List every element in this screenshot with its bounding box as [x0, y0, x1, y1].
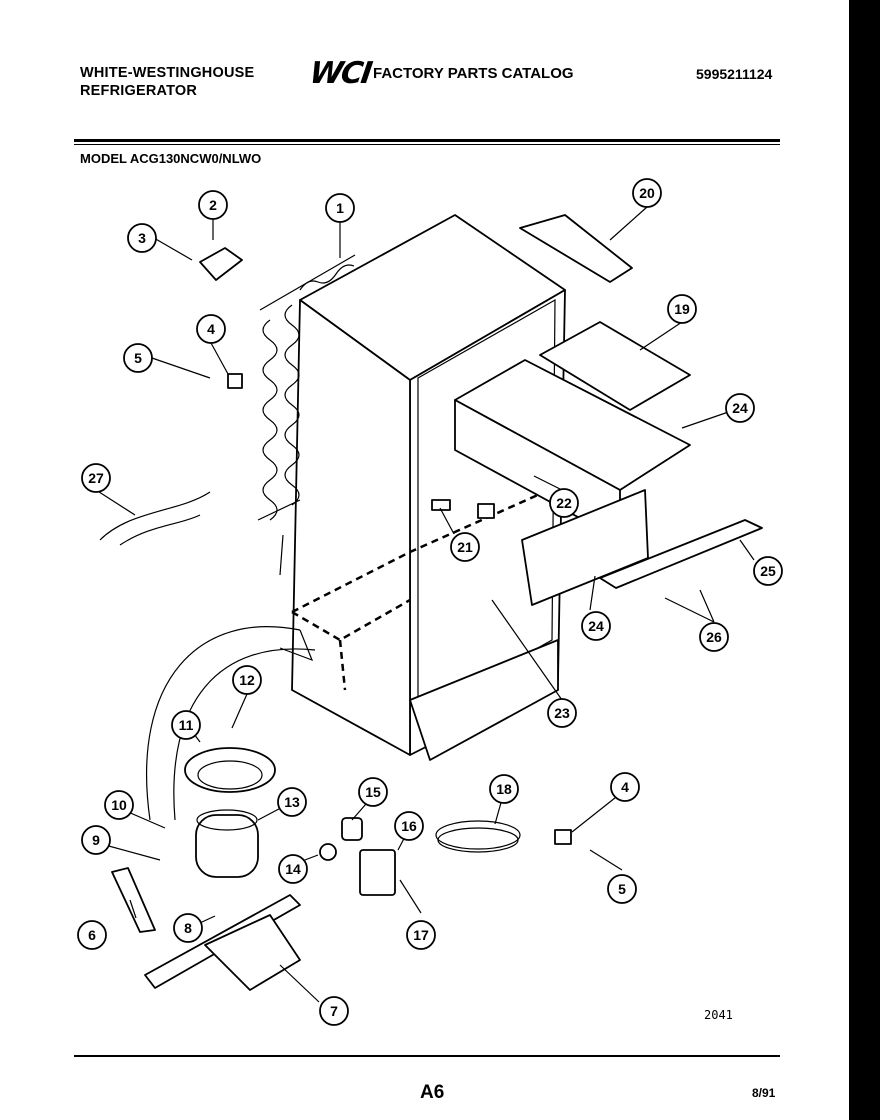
svg-text:16: 16 — [401, 818, 417, 834]
drain-pan-illustration — [146, 626, 316, 821]
callout-14: 14 — [278, 854, 308, 884]
page-number: A6 — [420, 1082, 445, 1103]
brand-name: WHITE-WESTINGHOUSE — [80, 65, 255, 81]
callout-24-upper: 24 — [725, 393, 755, 423]
callout-4: 4 — [196, 314, 226, 344]
small-parts-illustration — [99, 247, 572, 896]
svg-text:18: 18 — [496, 781, 512, 797]
svg-text:10: 10 — [111, 797, 127, 813]
header-rule-thin — [74, 144, 780, 145]
svg-text:26: 26 — [706, 629, 722, 645]
svg-text:19: 19 — [674, 301, 690, 317]
callout-16: 16 — [394, 811, 424, 841]
callout-23: 23 — [547, 698, 577, 728]
callout-5: 5 — [123, 343, 153, 373]
callout-7: 7 — [319, 996, 349, 1026]
svg-text:12: 12 — [239, 672, 255, 688]
catalog-number: 5995211124 — [696, 66, 773, 82]
callout-1: 1 — [325, 193, 355, 223]
callout-13: 13 — [277, 787, 307, 817]
callout-11: 11 — [171, 710, 201, 740]
callout-8: 8 — [173, 913, 203, 943]
catalog-title: FACTORY PARTS CATALOG — [373, 65, 574, 82]
exploded-parts-diagram: 1 2 3 4 5 27 20 19 24 22 21 25 24 26 23 … — [77, 178, 783, 1026]
svg-text:11: 11 — [179, 717, 194, 733]
callout-22: 22 — [549, 488, 579, 518]
svg-text:5: 5 — [134, 350, 142, 366]
svg-text:2: 2 — [209, 197, 217, 213]
callout-5-lower: 5 — [607, 874, 637, 904]
callout-15: 15 — [358, 777, 388, 807]
callout-26: 26 — [699, 622, 729, 652]
compressor-illustration — [111, 809, 301, 991]
svg-text:3: 3 — [138, 230, 146, 246]
footer-rule — [74, 1055, 780, 1057]
svg-text:1: 1 — [336, 200, 344, 216]
svg-text:27: 27 — [88, 470, 104, 486]
svg-text:20: 20 — [639, 185, 655, 201]
svg-text:13: 13 — [284, 794, 300, 810]
svg-text:9: 9 — [92, 832, 100, 848]
callout-2: 2 — [198, 190, 228, 220]
svg-text:21: 21 — [457, 539, 473, 555]
callout-17: 17 — [406, 920, 436, 950]
svg-text:7: 7 — [330, 1003, 338, 1019]
callout-21: 21 — [450, 532, 480, 562]
svg-text:25: 25 — [760, 563, 776, 579]
svg-text:5: 5 — [618, 881, 626, 897]
callout-18: 18 — [489, 774, 519, 804]
callout-24-lower: 24 — [581, 611, 611, 641]
callout-27: 27 — [81, 463, 111, 493]
header-rule — [74, 139, 780, 142]
condenser-coil-illustration — [257, 254, 356, 576]
svg-text:24: 24 — [732, 400, 748, 416]
callout-4-lower: 4 — [610, 772, 640, 802]
svg-text:23: 23 — [554, 705, 570, 721]
callout-19: 19 — [667, 294, 697, 324]
svg-text:14: 14 — [285, 861, 301, 877]
svg-text:24: 24 — [588, 618, 604, 634]
product-type: REFRIGERATOR — [80, 83, 198, 99]
callout-12: 12 — [232, 665, 262, 695]
svg-text:4: 4 — [207, 321, 215, 337]
callout-10: 10 — [104, 790, 134, 820]
svg-text:15: 15 — [365, 784, 381, 800]
svg-text:8: 8 — [184, 920, 192, 936]
model-number: MODEL ACG130NCW0/NLWO — [80, 151, 262, 166]
svg-text:22: 22 — [556, 495, 572, 511]
callout-25: 25 — [753, 556, 783, 586]
callout-20: 20 — [632, 178, 662, 208]
callout-9: 9 — [81, 825, 111, 855]
callout-6: 6 — [77, 920, 107, 950]
svg-text:6: 6 — [88, 927, 96, 943]
svg-text:17: 17 — [413, 927, 429, 943]
page-date: 8/91 — [752, 1086, 776, 1100]
catalog-page: WHITE-WESTINGHOUSE REFRIGERATOR WCI FACT… — [0, 0, 849, 1120]
callout-3: 3 — [127, 223, 157, 253]
drawing-number: 2041 — [704, 1008, 733, 1022]
svg-text:4: 4 — [621, 779, 629, 795]
